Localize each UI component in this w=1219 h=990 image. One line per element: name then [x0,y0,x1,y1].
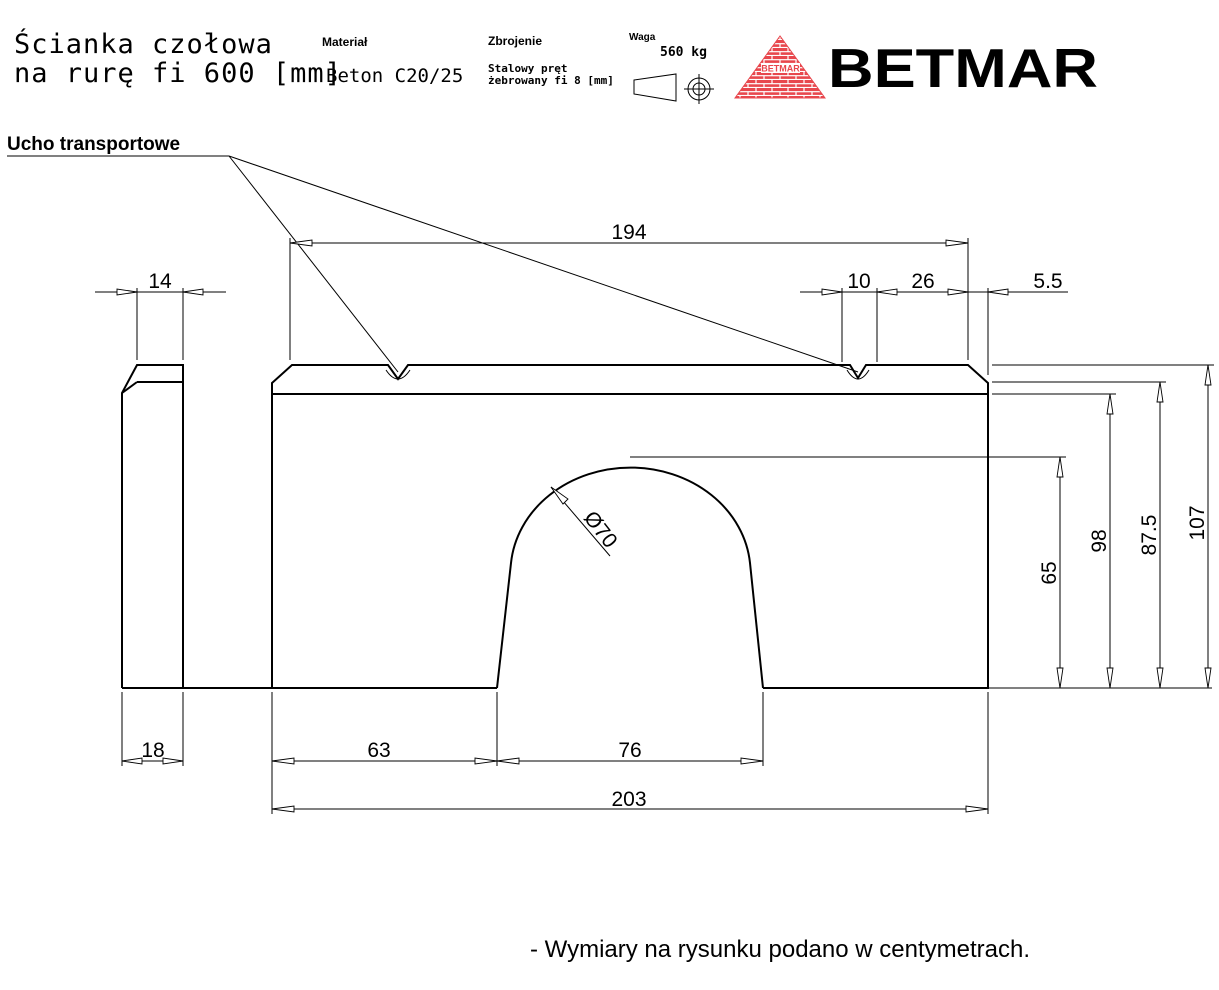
dim-203 [271,805,989,813]
dim-65-label: 65 [1038,561,1061,584]
dim-18 [121,692,184,766]
dim-18-label: 18 [141,739,164,762]
dim-14-label: 14 [148,270,172,293]
weight-value: 560 kg [660,45,707,60]
dim-98-label: 98 [1088,529,1111,552]
material-value: Beton C20/25 [326,65,463,87]
dim-107-label: 107 [1186,505,1209,540]
transport-lug-right [846,369,870,380]
pipe-opening [496,466,764,689]
dim-10-label: 10 [847,270,870,293]
dim-26-label: 26 [911,270,934,293]
reinforcement-line-1: Stalowy pręt [488,62,567,75]
reinforcement-label: Zbrojenie [488,34,542,48]
projection-symbol-icon [633,73,714,104]
callout-leader-left [228,155,399,373]
title-line-2: na rurę fi 600 [mm] [14,58,342,89]
dim-63-76 [271,692,989,814]
logo-badge-text: BETMAR [761,64,800,74]
weight-label: Waga [629,32,656,43]
front-view [271,364,989,689]
side-view [121,364,272,689]
dim-65 [1056,456,1064,689]
dim-203-label: 203 [611,788,646,811]
dim-vertical-ext-lines [630,364,1214,689]
title-line-1: Ścianka czołowa [14,28,273,60]
dim-87_5 [1156,381,1164,689]
reinforcement-line-2: żebrowany fi 8 [mm] [488,74,614,87]
dim-14 [95,288,226,360]
footnote: - Wymiary na rysunku podano w centymetra… [530,936,1030,963]
dim-10-26-5_5 [800,288,1068,375]
dim-194-label: 194 [611,221,646,244]
callout-leader-right [228,155,859,373]
dim-diameter-leader [550,486,611,557]
callout-label: Ucho transportowe [7,134,180,155]
dim-194 [289,238,969,360]
dim-5_5-label: 5.5 [1033,270,1062,293]
dim-diameter-label: Ø70 [579,507,622,552]
transport-lug-left [385,369,411,380]
dim-63-label: 63 [367,739,390,762]
dim-107 [1204,364,1212,689]
betmar-logo: BETMAR BETMAR [734,35,1098,99]
dim-76-label: 76 [618,739,641,762]
dim-87_5-label: 87.5 [1138,515,1161,556]
material-label: Materiał [322,35,368,49]
dim-98 [1106,393,1114,689]
logo-brand-text: BETMAR [828,37,1098,99]
